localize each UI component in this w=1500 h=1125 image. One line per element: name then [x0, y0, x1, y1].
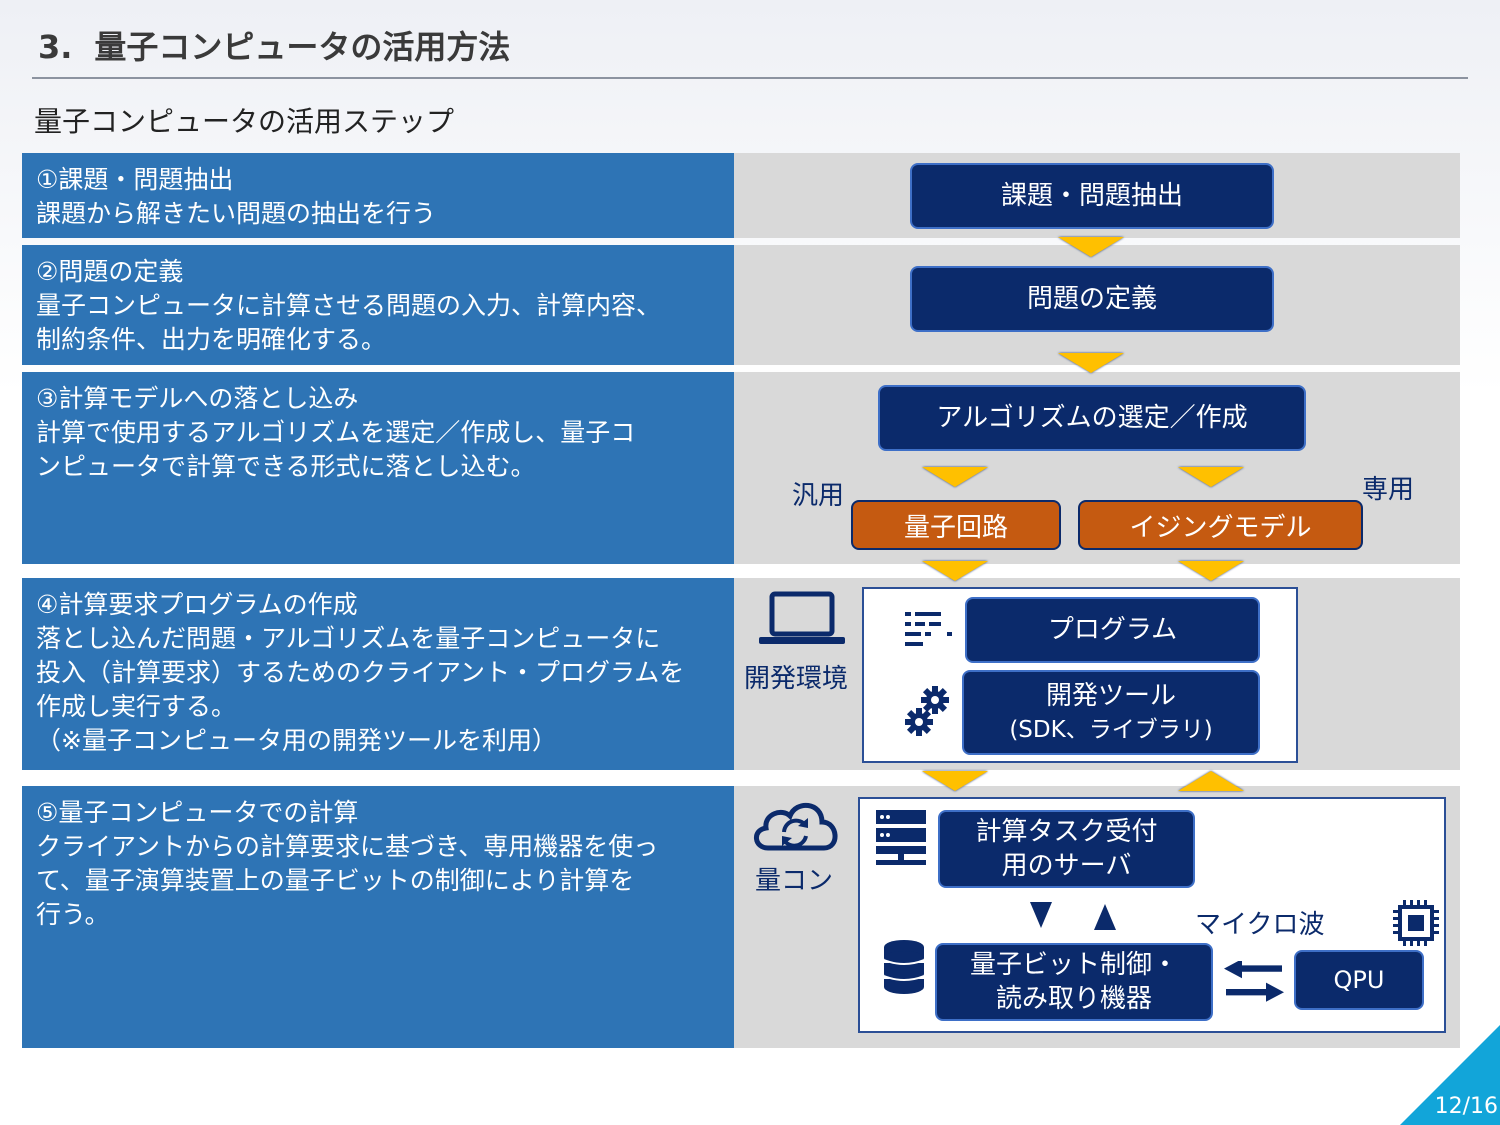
dev-tools-subtitle: (SDK、ライブラリ) — [1009, 716, 1213, 743]
step-4-line: 投入（計算要求）するためのクライアント・プログラムを — [36, 658, 685, 687]
step-2-panel: ②問題の定義 量子コンピュータに計算させる問題の入力、計算内容、 制約条件、出力… — [22, 245, 734, 365]
arrow-down-icon — [1030, 902, 1052, 928]
qubit-control-line-1: 量子ビット制御・ — [969, 950, 1178, 980]
label-quantum-computer: 量コン — [755, 866, 834, 896]
page-number-tab — [1400, 1025, 1500, 1125]
cloud-sync-icon — [748, 796, 844, 856]
label-microwave: マイクロ波 — [1195, 910, 1325, 940]
box-algorithm: アルゴリズムの選定／作成 — [878, 385, 1306, 451]
step-3-heading: ③計算モデルへの落とし込み — [36, 384, 359, 413]
box-qpu: QPU — [1294, 950, 1424, 1010]
step-5-line: て、量子演算装置上の量子ビットの制御により計算を — [36, 866, 635, 895]
step-4-line: （※量子コンピュータ用の開発ツールを利用） — [36, 726, 557, 755]
laptop-icon — [757, 590, 847, 648]
box-problem-definition: 問題の定義 — [910, 266, 1274, 332]
step-4-panel: ④計算要求プログラムの作成 落とし込んだ問題・アルゴリズムを量子コンピュータに … — [22, 578, 734, 770]
arrow-down — [922, 561, 988, 581]
arrow-down — [1178, 561, 1244, 581]
box-problem-extraction: 課題・問題抽出 — [910, 163, 1274, 229]
step-5-line: 行う。 — [36, 900, 110, 929]
dev-tools-title: 開発ツール — [1045, 680, 1176, 711]
box-dev-tools: 開発ツール (SDK、ライブラリ) — [962, 670, 1260, 755]
bidirectional-arrow-icon — [1224, 961, 1284, 1005]
database-icon — [884, 940, 924, 994]
box-ising-model: イジングモデル — [1078, 500, 1363, 550]
title-divider — [32, 77, 1468, 79]
qubit-control-line-2: 読み取り機器 — [995, 984, 1152, 1014]
arrow-down — [1178, 467, 1244, 487]
slide-title: 3. 量子コンピュータの活用方法 — [38, 22, 510, 68]
step-3-line: 計算で使用するアルゴリズムを選定／作成し、量子コ — [36, 418, 636, 447]
step-1-heading: ①課題・問題抽出 — [36, 165, 234, 194]
step-2-heading: ②問題の定義 — [36, 257, 184, 286]
step-4-line: 落とし込んだ問題・アルゴリズムを量子コンピュータに — [36, 624, 661, 653]
arrow-down — [1058, 237, 1124, 257]
step-1-panel: ①課題・問題抽出 課題から解きたい問題の抽出を行う — [22, 153, 734, 238]
box-task-server: 計算タスク受付 用のサーバ — [938, 810, 1195, 888]
arrow-down — [922, 771, 988, 791]
task-server-line-1: 計算タスク受付 — [975, 817, 1158, 847]
step-3-line: ンピュータで計算できる形式に落とし込む。 — [36, 452, 536, 481]
box-qubit-control: 量子ビット制御・ 読み取り機器 — [935, 943, 1213, 1021]
step-5-heading: ⑤量子コンピュータでの計算 — [36, 798, 359, 827]
step-5-line: クライアントからの計算要求に基づき、専用機器を使っ — [36, 832, 659, 861]
label-dedicated: 専用 — [1362, 475, 1415, 505]
step-3-panel: ③計算モデルへの落とし込み 計算で使用するアルゴリズムを選定／作成し、量子コ ン… — [22, 372, 734, 564]
step-2-line: 制約条件、出力を明確化する。 — [36, 325, 387, 354]
box-program: プログラム — [965, 597, 1260, 663]
arrow-down — [922, 467, 988, 487]
list-icon — [905, 612, 953, 650]
gears-icon — [905, 686, 951, 736]
arrow-down — [1058, 353, 1124, 373]
step-2-line: 量子コンピュータに計算させる問題の入力、計算内容、 — [36, 291, 662, 320]
task-server-line-2: 用のサーバ — [1001, 851, 1132, 881]
arrow-up-icon — [1094, 904, 1116, 930]
step-5-panel: ⑤量子コンピュータでの計算 クライアントからの計算要求に基づき、専用機器を使っ … — [22, 786, 734, 1048]
server-icon — [876, 810, 926, 866]
chip-icon — [1393, 900, 1439, 946]
slide-subtitle: 量子コンピュータの活用ステップ — [34, 105, 455, 138]
page-number: 12/16 — [1434, 1094, 1498, 1119]
step-1-line: 課題から解きたい問題の抽出を行う — [36, 199, 437, 228]
step-4-heading: ④計算要求プログラムの作成 — [36, 590, 358, 619]
box-quantum-circuit: 量子回路 — [851, 500, 1061, 550]
section-number: 3. — [38, 28, 73, 66]
label-dev-environment: 開発環境 — [744, 664, 849, 694]
step-4-line: 作成し実行する。 — [36, 692, 237, 721]
arrow-up — [1178, 771, 1244, 791]
label-general-purpose: 汎用 — [792, 481, 845, 511]
title-text: 量子コンピュータの活用方法 — [94, 28, 511, 66]
